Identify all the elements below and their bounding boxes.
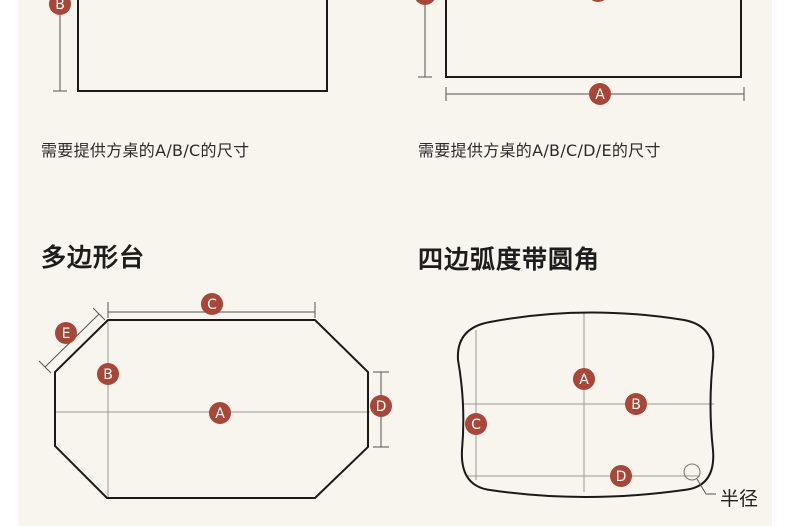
badge-b: B: [625, 393, 647, 415]
badge-b: B: [49, 0, 71, 15]
badge-d: D: [610, 465, 632, 487]
svg-text:C: C: [207, 297, 217, 313]
svg-text:A: A: [579, 372, 589, 388]
square-table-outline: [77, 0, 328, 92]
badge-partial-left: [415, 0, 435, 5]
top-right-caption: 需要提供方桌的A/B/C/D/E的尺寸: [418, 141, 661, 160]
radius-leader-line: [696, 478, 716, 495]
badge-a: A: [209, 402, 231, 424]
diagram-canvas: [18, 0, 772, 526]
dimension-tick: [92, 307, 106, 321]
top-right-table-diagram: A: [415, 0, 745, 105]
rounded-table-diagram: A B C D: [456, 311, 716, 498]
corner-radius-marker: [683, 463, 701, 481]
dimension-tick: [38, 360, 52, 374]
svg-text:B: B: [55, 0, 65, 13]
top-left-caption: 需要提供方桌的A/B/C的尺寸: [41, 141, 250, 160]
badge-a: A: [589, 83, 611, 105]
badge-c: C: [201, 293, 223, 315]
badge-a: A: [573, 368, 595, 390]
badge-b: B: [97, 363, 119, 385]
polygon-table-title: 多边形台: [41, 243, 146, 272]
svg-text:D: D: [616, 469, 627, 485]
rectangular-table-outline: [445, 0, 742, 78]
badge-d: D: [370, 395, 392, 417]
svg-text:B: B: [631, 397, 641, 413]
badge-e: E: [55, 322, 77, 344]
rounded-table-outline: [456, 311, 715, 498]
badge-partial-top: [591, 0, 605, 2]
top-left-table-diagram: B: [49, 0, 328, 92]
svg-text:B: B: [103, 367, 113, 383]
octagon-table-outline: [54, 319, 369, 499]
rounded-table-title: 四边弧度带圆角: [418, 245, 601, 274]
svg-text:A: A: [595, 87, 605, 103]
svg-text:D: D: [376, 399, 387, 415]
svg-text:A: A: [215, 406, 225, 422]
svg-text:C: C: [471, 417, 481, 433]
badge-c: C: [465, 413, 487, 435]
radius-label: 半径: [720, 488, 759, 510]
polygon-table-diagram: C E B A D: [38, 293, 392, 499]
svg-text:E: E: [62, 326, 71, 342]
